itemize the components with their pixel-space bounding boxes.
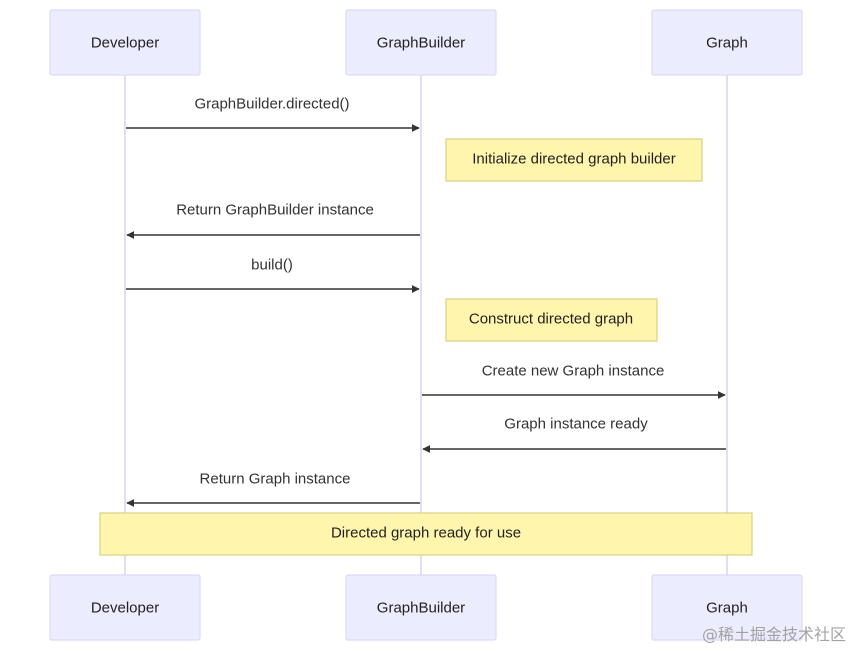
actor-bottom-graph: Graph [651, 574, 803, 641]
note-initialize-builder: Initialize directed graph builder [445, 138, 703, 182]
actor-label: Graph [706, 600, 748, 617]
message-label: Graph instance ready [504, 416, 648, 433]
actor-label: GraphBuilder [377, 600, 465, 617]
actor-bottom-developer: Developer [49, 574, 201, 641]
message-label: GraphBuilder.directed() [194, 96, 349, 113]
watermark-text: @稀土掘金技术社区 [701, 625, 846, 644]
actor-bottom-graphbuilder: GraphBuilder [345, 574, 497, 641]
actor-label: Developer [91, 600, 159, 617]
note-label: Construct directed graph [469, 311, 633, 328]
message-return-graph: Return Graph instance [126, 471, 420, 507]
actor-top-developer: Developer [49, 9, 201, 76]
actor-top-graph: Graph [651, 9, 803, 76]
message-directed: GraphBuilder.directed() [126, 96, 420, 132]
note-label: Directed graph ready for use [331, 525, 521, 542]
note-construct-graph: Construct directed graph [445, 298, 658, 342]
message-return-builder: Return GraphBuilder instance [126, 202, 420, 239]
actor-label: Developer [91, 35, 159, 52]
message-build: build() [126, 257, 420, 293]
note-label: Initialize directed graph builder [472, 151, 675, 168]
message-label: Return Graph instance [200, 471, 351, 488]
message-graph-ready: Graph instance ready [422, 416, 726, 453]
message-label: Create new Graph instance [482, 363, 665, 380]
message-create-graph: Create new Graph instance [422, 363, 726, 399]
message-label: Return GraphBuilder instance [176, 202, 374, 219]
message-label: build() [251, 257, 293, 274]
actor-top-graphbuilder: GraphBuilder [345, 9, 497, 76]
actor-label: Graph [706, 35, 748, 52]
note-graph-ready-for-use: Directed graph ready for use [99, 512, 753, 556]
actor-label: GraphBuilder [377, 35, 465, 52]
